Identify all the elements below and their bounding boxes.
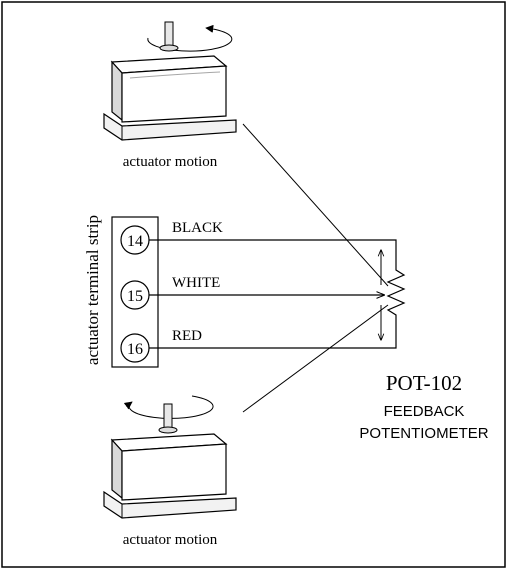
linkage-line-top [242,123,389,287]
terminal-number: 15 [127,288,143,305]
pot-label-line2: POTENTIOMETER [359,425,488,442]
wires [149,239,397,349]
terminal-number: 14 [127,233,143,250]
actuator-bottom-caption: actuator motion [123,532,218,548]
pot-label-line1: FEEDBACK [384,403,465,420]
terminal-16: 16 [120,333,150,363]
wire-red [149,322,397,349]
actuator-top-caption: actuator motion [123,154,218,170]
wire-label-black: BLACK [172,220,223,236]
terminal-15: 15 [120,280,150,310]
actuator-shaft [164,21,174,49]
actuator-shaft [163,403,173,431]
rotation-arrow-icon [147,24,233,52]
wire-label-red: RED [172,328,202,344]
actuator-top [103,21,237,141]
wire-black [149,239,397,262]
terminal-number: 16 [127,341,143,358]
actuator-bottom [103,395,237,519]
rotation-arrow-icon [123,395,214,419]
resistor-zigzag-icon [386,262,406,322]
linkage-line-bottom [242,304,389,413]
pot-model: POT-102 [386,371,462,395]
wire-label-white: WHITE [172,275,220,291]
potentiometer-symbol [381,250,406,340]
terminal-14: 14 [120,225,150,255]
terminal-strip-label: actuator terminal strip [83,215,102,365]
